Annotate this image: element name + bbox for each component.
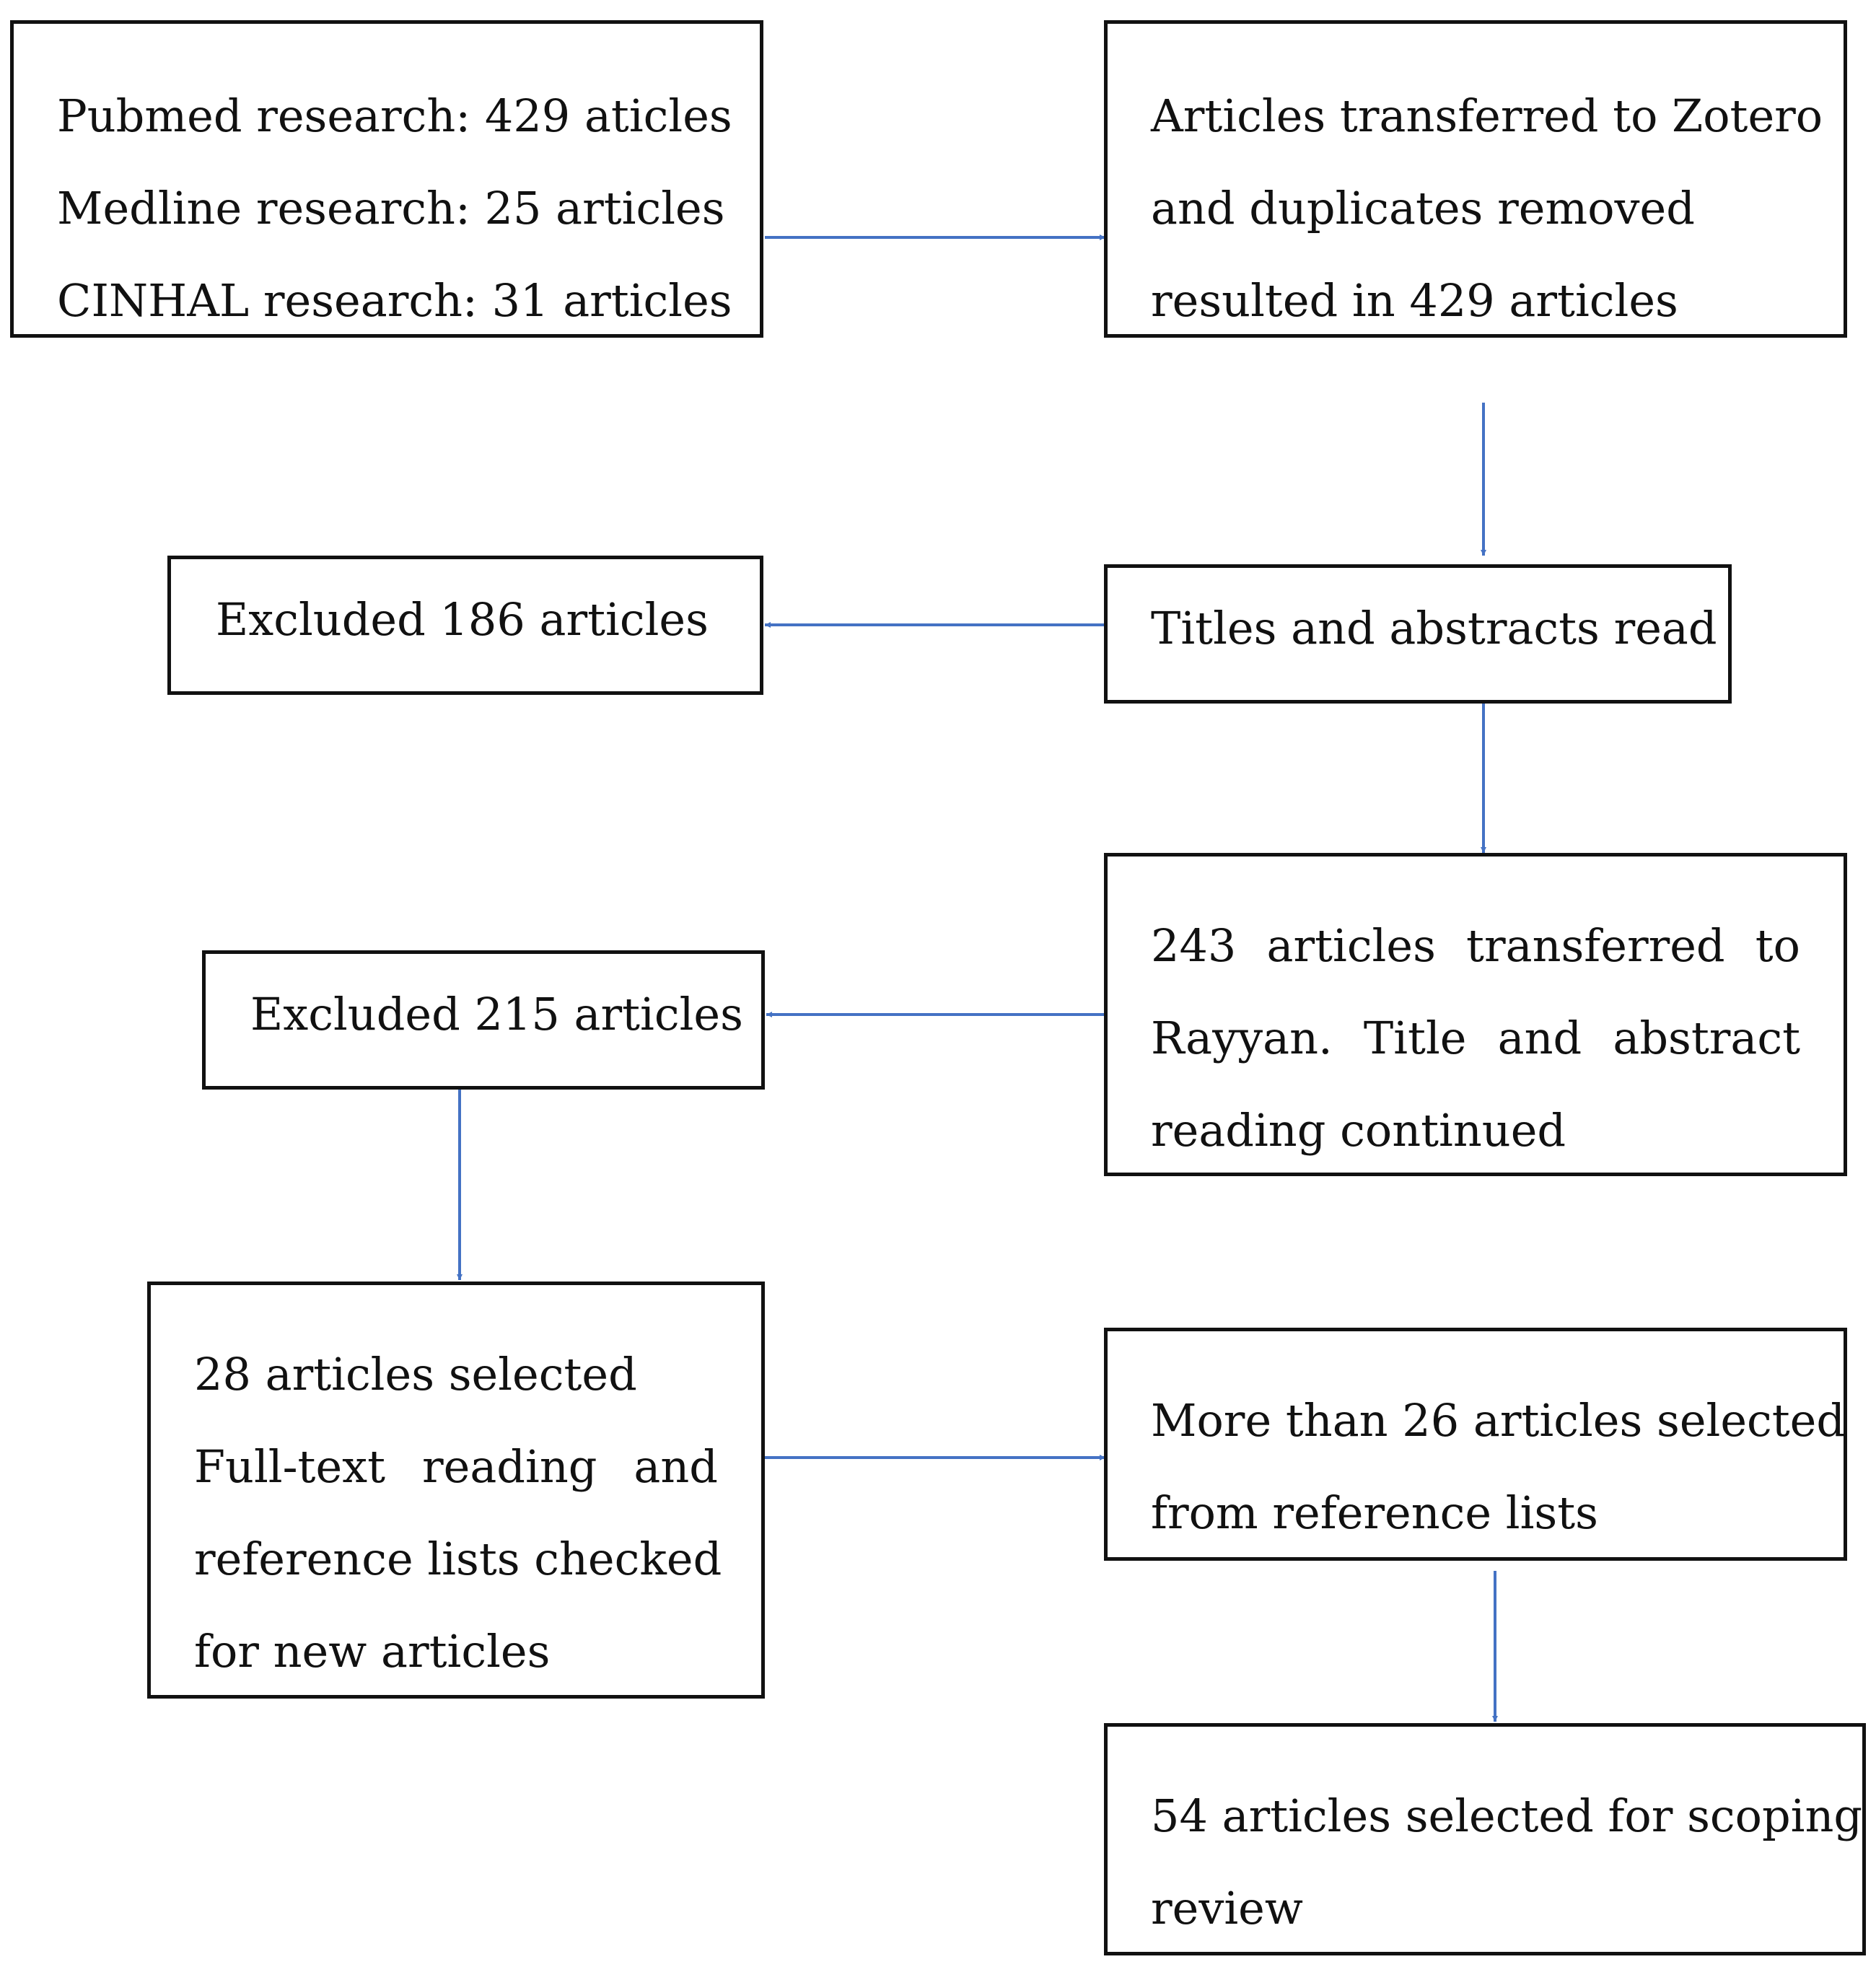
reference-lists-box: More than 26 articles selected from refe… — [1104, 1328, 1847, 1561]
zotero-box: Articles transferred to Zotero and dupli… — [1104, 20, 1847, 338]
final-line-1: 54 articles selected for scoping — [1151, 1789, 1863, 1842]
rayyan-line-3: reading continued — [1151, 1104, 1566, 1157]
reference-lists-line-1: More than 26 articles selected — [1151, 1394, 1846, 1447]
selected-28-box: 28 articles selected Full-text reading a… — [147, 1282, 765, 1699]
zotero-line-2: and duplicates removed — [1151, 182, 1695, 235]
search-line-medline: Medline research: 25 articles — [57, 182, 725, 235]
zotero-line-3: resulted in 429 articles — [1151, 274, 1678, 327]
search-results-box: Pubmed research: 429 aticles Medline res… — [10, 20, 763, 338]
reference-lists-line-2: from reference lists — [1151, 1486, 1598, 1539]
rayyan-line-2: Rayyan. Title and abstract — [1151, 1012, 1800, 1064]
rayyan-line-1: 243 articles transferred to — [1151, 919, 1800, 972]
excluded-186-line: Excluded 186 articles — [216, 593, 709, 646]
titles-read-box: Titles and abstracts read — [1104, 564, 1732, 704]
search-line-cinhal: CINHAL research: 31 articles — [57, 274, 732, 327]
rayyan-box: 243 articles transferred to Rayyan. Titl… — [1104, 853, 1847, 1176]
excluded-215-line: Excluded 215 articles — [250, 988, 743, 1041]
zotero-line-1: Articles transferred to Zotero — [1151, 89, 1823, 142]
excluded-215-box: Excluded 215 articles — [202, 950, 765, 1090]
selected-28-line-2: Full-text reading and — [194, 1440, 718, 1493]
final-line-2: review — [1151, 1882, 1303, 1935]
selected-28-line-4: for new articles — [194, 1625, 551, 1678]
selected-28-line-3: reference lists checked — [194, 1533, 722, 1585]
excluded-186-box: Excluded 186 articles — [167, 556, 763, 695]
titles-read-line: Titles and abstracts read — [1151, 602, 1717, 654]
selected-28-line-1: 28 articles selected — [194, 1348, 637, 1401]
final-selection-box: 54 articles selected for scoping review — [1104, 1723, 1866, 1955]
search-line-pubmed: Pubmed research: 429 aticles — [57, 89, 732, 142]
